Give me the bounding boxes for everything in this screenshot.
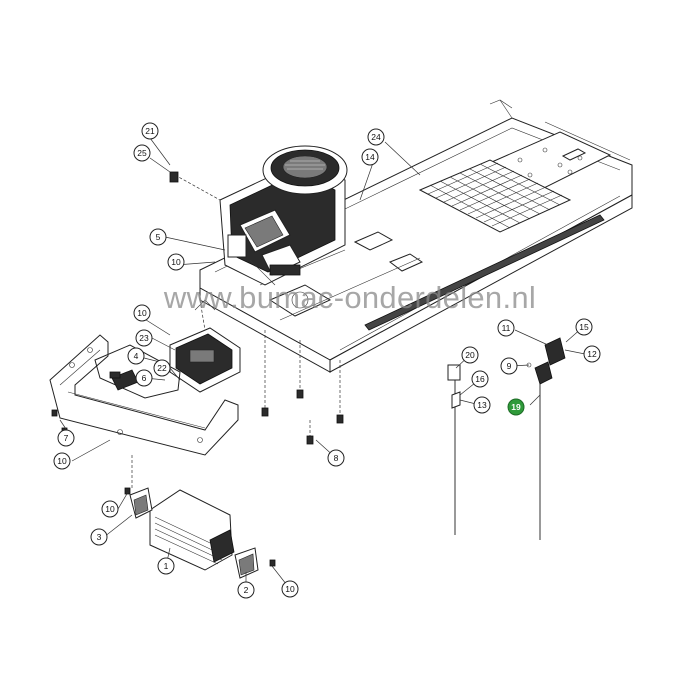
svg-text:5: 5 (156, 232, 161, 242)
svg-text:7: 7 (64, 433, 69, 443)
svg-text:21: 21 (145, 126, 155, 136)
control-cables (447, 337, 566, 540)
callout-16: 16 (471, 370, 489, 388)
callout-19-highlighted: 19 (507, 398, 525, 416)
callout-10-a: 10 (167, 253, 185, 271)
svg-text:22: 22 (157, 363, 167, 373)
callout-21: 21 (141, 122, 159, 140)
svg-text:11: 11 (502, 323, 511, 333)
callout-23: 23 (135, 329, 153, 347)
svg-text:16: 16 (475, 374, 485, 384)
svg-text:23: 23 (139, 333, 149, 343)
svg-text:15: 15 (579, 322, 589, 332)
callout-10-e: 10 (281, 580, 299, 598)
callout-5: 5 (149, 228, 167, 246)
callout-4: 4 (127, 347, 145, 365)
bottom-cover (129, 487, 259, 579)
svg-text:25: 25 (137, 148, 147, 158)
svg-text:2: 2 (244, 585, 249, 595)
callout-13: 13 (473, 396, 491, 414)
muffler (169, 299, 241, 393)
svg-text:10: 10 (137, 308, 147, 318)
callout-3: 3 (90, 528, 108, 546)
callout-12: 12 (583, 345, 601, 363)
svg-text:20: 20 (465, 350, 475, 360)
callout-10-c: 10 (53, 452, 71, 470)
svg-text:10: 10 (105, 504, 115, 514)
svg-text:13: 13 (477, 400, 487, 410)
callout-1: 1 (157, 557, 175, 575)
callout-8: 8 (327, 449, 345, 467)
svg-text:8: 8 (334, 453, 339, 463)
svg-text:10: 10 (285, 584, 295, 594)
callout-10-d: 10 (101, 500, 119, 518)
chassis-frame (199, 99, 633, 373)
callout-11: 11 (497, 319, 515, 337)
svg-text:12: 12 (587, 349, 597, 359)
callout-6: 6 (135, 369, 153, 387)
svg-text:19: 19 (511, 402, 521, 412)
callout-9: 9 (500, 357, 518, 375)
callout-10-b: 10 (133, 304, 151, 322)
svg-text:14: 14 (365, 152, 375, 162)
callout-24: 24 (367, 128, 385, 146)
callouts: 21 25 24 14 5 10 10 23 4 22 6 7 10 8 11 … (53, 122, 601, 599)
watermark-text: www.bumac-onderdelen.nl (163, 280, 537, 315)
svg-text:10: 10 (57, 456, 67, 466)
callout-25: 25 (133, 144, 151, 162)
svg-text:4: 4 (134, 351, 139, 361)
svg-text:24: 24 (371, 132, 381, 142)
engine-assembly (219, 145, 348, 286)
svg-text:9: 9 (507, 361, 512, 371)
callout-2: 2 (237, 581, 255, 599)
svg-text:1: 1 (164, 561, 169, 571)
callout-15: 15 (575, 318, 593, 336)
callout-20: 20 (461, 346, 479, 364)
svg-text:3: 3 (97, 532, 102, 542)
svg-text:6: 6 (142, 373, 147, 383)
callout-14: 14 (361, 148, 379, 166)
svg-text:10: 10 (171, 257, 181, 267)
bolts (51, 171, 344, 567)
callout-22: 22 (153, 359, 171, 377)
callout-7: 7 (57, 429, 75, 447)
front-bumper (49, 334, 239, 456)
